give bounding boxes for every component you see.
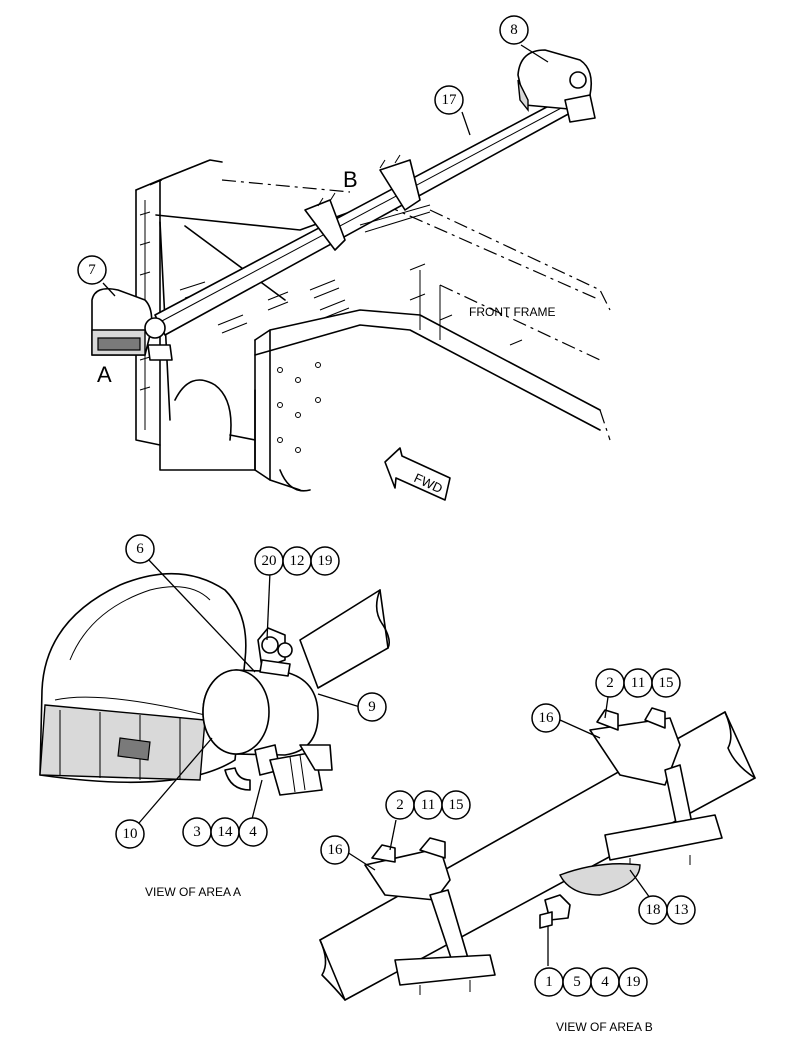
callout-9: 9 — [357, 692, 387, 722]
callout-18: 18 — [638, 895, 668, 925]
callout-2-a: 2 — [595, 668, 625, 698]
callout-5: 5 — [562, 967, 592, 997]
svg-text:12: 12 — [290, 553, 305, 569]
svg-text:2: 2 — [606, 675, 614, 691]
callout-12: 12 — [282, 546, 312, 576]
svg-text:5: 5 — [573, 974, 581, 990]
svg-text:19: 19 — [626, 974, 641, 990]
svg-text:15: 15 — [659, 675, 674, 691]
svg-text:4: 4 — [601, 974, 609, 990]
callout-11-b: 11 — [413, 790, 443, 820]
callout-17: 17 — [434, 85, 464, 115]
front-frame-label: FRONT FRAME — [469, 305, 555, 319]
area-a-detail — [39, 572, 390, 796]
callout-15-a: 15 — [651, 668, 681, 698]
callout-16-b: 16 — [320, 835, 350, 865]
svg-text:13: 13 — [674, 902, 689, 918]
area-b-detail — [319, 707, 756, 1001]
svg-text:16: 16 — [328, 842, 344, 858]
callout-20: 20 — [254, 546, 284, 576]
area-a-label: A — [97, 362, 112, 387]
svg-text:2: 2 — [396, 797, 404, 813]
view-area-b-caption: VIEW OF AREA B — [556, 1020, 653, 1034]
callout-15-b: 15 — [441, 790, 471, 820]
callout-16-a: 16 — [531, 703, 561, 733]
callout-11-a: 11 — [623, 668, 653, 698]
callout-1: 1 — [534, 967, 564, 997]
callout-4-b: 4 — [590, 967, 620, 997]
svg-text:8: 8 — [510, 22, 518, 38]
callout-8: 8 — [499, 15, 529, 45]
callout-2-b: 2 — [385, 790, 415, 820]
callout-19-b: 19 — [618, 967, 648, 997]
svg-text:9: 9 — [368, 699, 376, 715]
callout-14: 14 — [210, 817, 240, 847]
svg-text:1: 1 — [545, 974, 553, 990]
svg-text:4: 4 — [249, 824, 257, 840]
svg-text:17: 17 — [442, 92, 458, 108]
view-area-a-caption: VIEW OF AREA A — [145, 885, 241, 899]
svg-text:10: 10 — [123, 826, 138, 842]
svg-text:16: 16 — [539, 710, 555, 726]
callout-13: 13 — [666, 895, 696, 925]
svg-text:11: 11 — [631, 675, 645, 691]
svg-text:3: 3 — [193, 824, 201, 840]
front-frame-assembly — [91, 49, 611, 501]
svg-text:7: 7 — [88, 262, 96, 278]
svg-text:11: 11 — [421, 797, 435, 813]
svg-text:20: 20 — [262, 553, 277, 569]
svg-text:18: 18 — [646, 902, 661, 918]
callout-10: 10 — [115, 819, 145, 849]
callout-6: 6 — [125, 534, 155, 564]
callout-7: 7 — [77, 255, 107, 285]
callout-19-a: 19 — [310, 546, 340, 576]
callout-3: 3 — [182, 817, 212, 847]
svg-text:19: 19 — [318, 553, 333, 569]
area-b-label: B — [343, 167, 358, 192]
svg-text:6: 6 — [136, 541, 144, 557]
svg-text:15: 15 — [449, 797, 464, 813]
svg-text:14: 14 — [218, 824, 234, 840]
callout-4-a: 4 — [238, 817, 268, 847]
